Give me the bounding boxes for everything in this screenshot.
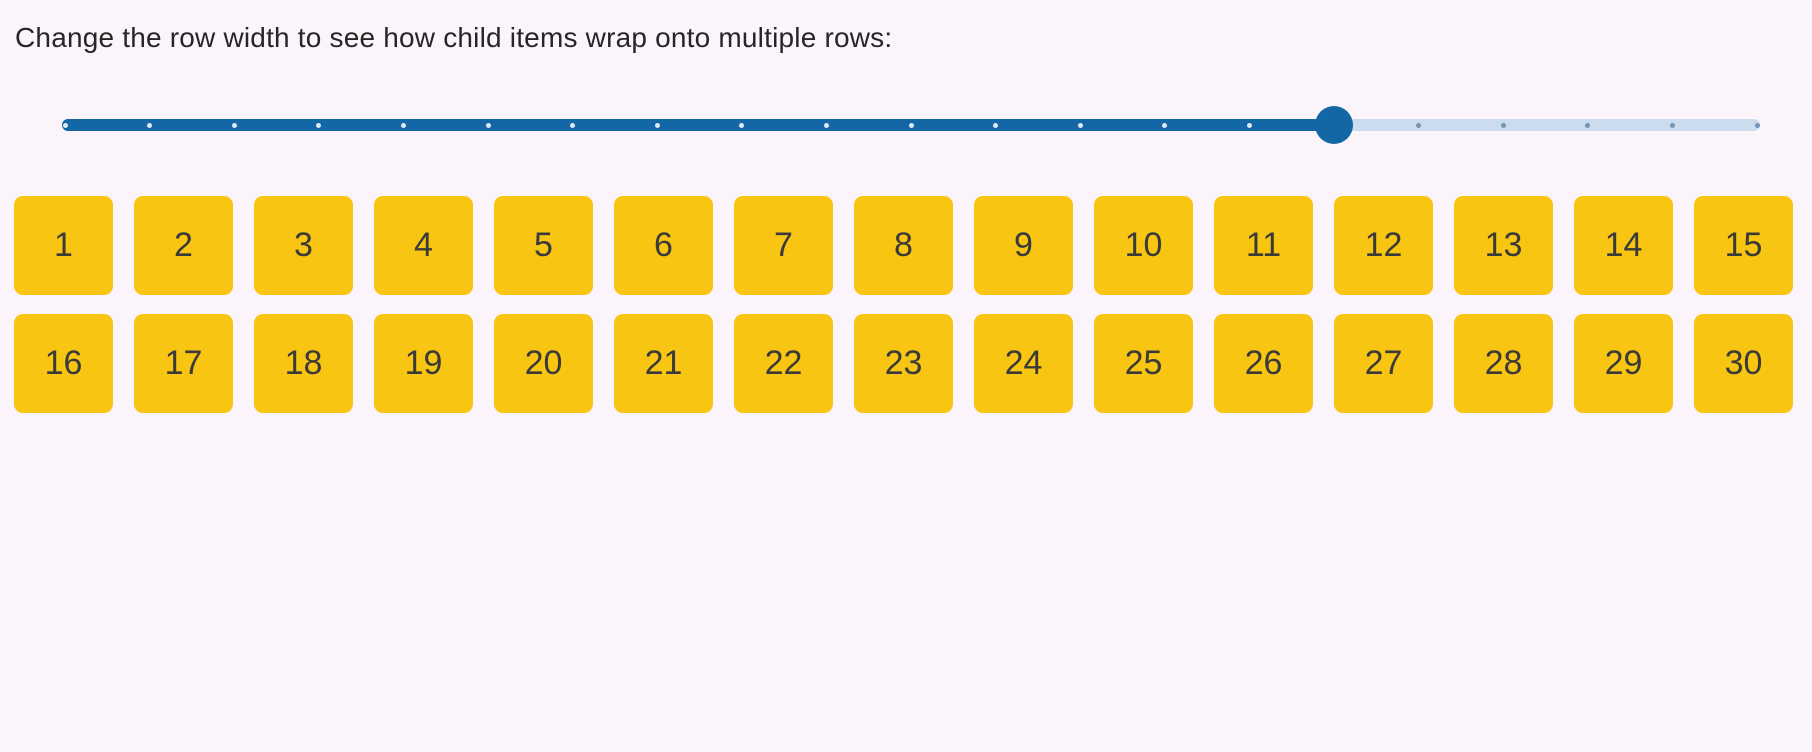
grid-item: 25 (1094, 314, 1193, 413)
grid-item: 2 (134, 196, 233, 295)
grid-item: 14 (1574, 196, 1673, 295)
slider-tick (1585, 122, 1591, 128)
slider-tick (231, 122, 237, 128)
slider-tick (147, 122, 153, 128)
row-width-slider[interactable] (62, 106, 1760, 144)
slider-tick (739, 122, 745, 128)
slider-tick (400, 122, 406, 128)
slider-tick (570, 122, 576, 128)
grid-item: 28 (1454, 314, 1553, 413)
grid-item: 23 (854, 314, 953, 413)
slider-thumb[interactable] (1315, 106, 1353, 144)
grid-item: 5 (494, 196, 593, 295)
grid-item: 15 (1694, 196, 1793, 295)
slider-tick (1500, 122, 1506, 128)
grid-item: 27 (1334, 314, 1433, 413)
slider-tick (908, 122, 914, 128)
grid-item: 8 (854, 196, 953, 295)
grid-item: 22 (734, 314, 833, 413)
slider-tick (823, 122, 829, 128)
grid-item: 10 (1094, 196, 1193, 295)
grid-item: 13 (1454, 196, 1553, 295)
grid-item: 7 (734, 196, 833, 295)
slider-tick (1416, 122, 1422, 128)
grid-item: 19 (374, 314, 473, 413)
grid-item: 9 (974, 196, 1073, 295)
grid-item: 1 (14, 196, 113, 295)
slider-fill-track (62, 119, 1334, 131)
grid-item: 6 (614, 196, 713, 295)
slider-tick (1077, 122, 1083, 128)
grid-item: 29 (1574, 314, 1673, 413)
grid-item: 12 (1334, 196, 1433, 295)
grid-item: 4 (374, 196, 473, 295)
slider-tick (316, 122, 322, 128)
grid-item: 11 (1214, 196, 1313, 295)
grid-item: 16 (14, 314, 113, 413)
page-title: Change the row width to see how child it… (15, 22, 893, 53)
grid-item: 20 (494, 314, 593, 413)
grid-item: 3 (254, 196, 353, 295)
grid-item: 21 (614, 314, 713, 413)
slider-tick (1754, 122, 1760, 128)
grid-item: 17 (134, 314, 233, 413)
slider-tick (993, 122, 999, 128)
grid-item: 24 (974, 314, 1073, 413)
grid-item: 30 (1694, 314, 1793, 413)
slider-tick (1246, 122, 1252, 128)
slider-tick (1162, 122, 1168, 128)
grid-item: 18 (254, 314, 353, 413)
slider-tick (654, 122, 660, 128)
grid-item: 26 (1214, 314, 1313, 413)
slider-tick (62, 122, 68, 128)
slider-tick (1669, 122, 1675, 128)
slider-tick (485, 122, 491, 128)
